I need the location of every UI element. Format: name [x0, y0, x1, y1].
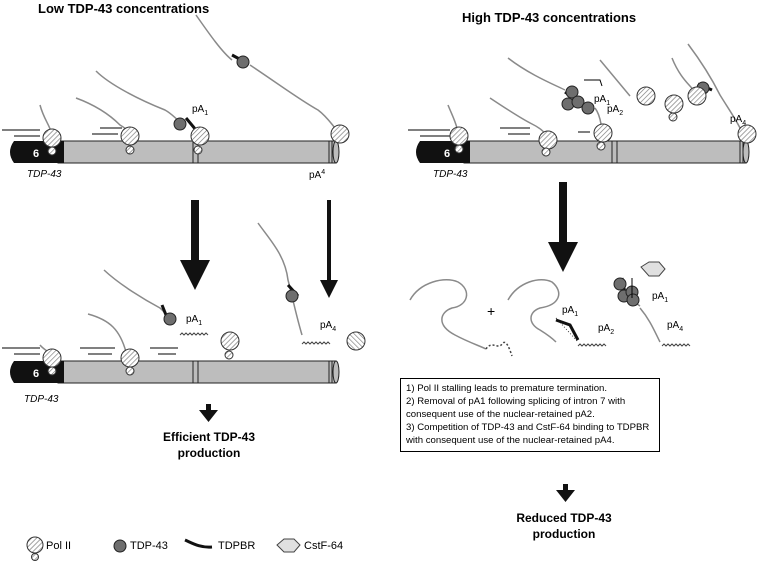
tdp43-protein: [236, 55, 250, 69]
left-lower-tdpbr: [160, 283, 300, 321]
right-pa4-label: pA4: [730, 114, 746, 127]
pa4-label: pA4: [309, 169, 325, 181]
lower-pa4-label: pA4: [320, 320, 336, 333]
legend-pol2-label: Pol II: [46, 540, 71, 552]
legend-cstf64-icon: [276, 538, 301, 553]
lower-gene-label: TDP-43: [24, 394, 59, 405]
legend-tdpbr-label: TDPBR: [218, 540, 255, 552]
left-outcome-arrow: [199, 404, 218, 422]
right-lower-pa2-label: pA2: [598, 323, 614, 336]
left-outcome-line1: Efficient TDP-43: [163, 430, 255, 444]
right-lower-pa4-label: pA4: [667, 320, 683, 333]
tdp43-protein: [163, 312, 177, 326]
lower-exon-number: 6: [33, 368, 39, 380]
spliced-intron-dotted: [555, 317, 579, 343]
tdp43-protein: [285, 289, 299, 303]
plus-sign: +: [487, 303, 495, 319]
right-exon-number: 6: [444, 148, 450, 160]
tdp43-protein: [173, 117, 187, 131]
right-outcome-line2: production: [533, 527, 596, 541]
right-outcome-arrow: [556, 484, 575, 502]
left-outcome-line2: production: [178, 446, 241, 460]
left-thin-arrow: [320, 200, 338, 298]
right-pa2-label: pA2: [607, 104, 623, 117]
right-lower-pa1b-label: pA1: [652, 291, 668, 304]
right-upper-pol2: [449, 86, 757, 157]
left-lower-transcripts: [39, 222, 303, 357]
pa1-label: pA1: [192, 104, 208, 117]
notes-box: 1) Pol II stalling leads to premature te…: [400, 378, 660, 452]
right-panel-title: High TDP-43 concentrations: [462, 10, 636, 25]
left-lower-pol2: [42, 348, 140, 376]
right-lower-tdp43-cluster: [613, 277, 640, 307]
left-lower-polya: [179, 332, 331, 345]
note-line: 1) Pol II stalling leads to premature te…: [406, 383, 608, 394]
right-lower-polya: [577, 343, 691, 347]
pa-bracket: [584, 79, 603, 87]
left-upper-tdpbr: [184, 53, 246, 131]
right-tdp43-cluster: [561, 81, 710, 115]
note-line: 2) Removal of pA1 following splicing of …: [406, 396, 626, 407]
legend-tdp43-label: TDP-43: [130, 540, 168, 552]
left-upper-transcripts: [39, 14, 336, 136]
lower-pa1-label: pA1: [186, 314, 202, 327]
right-lower-tdpbr: [555, 318, 580, 341]
pol2-group: [42, 124, 350, 156]
released-pol2: [220, 331, 366, 360]
right-big-arrow: [548, 182, 578, 272]
right-gene-label: TDP-43: [433, 169, 468, 180]
right-lower-pa1-label: pA1: [562, 305, 578, 318]
legend-tdp43-icon: [113, 539, 127, 553]
cstf64-protein: [640, 261, 666, 277]
note-line: consequent use of the nuclear-retained p…: [406, 409, 595, 420]
legend-cstf64-label: CstF-64: [304, 540, 343, 552]
legend: Pol II TDP-43 TDPBR CstF-64: [26, 536, 343, 561]
left-panel-title: Low TDP-43 concentrations: [38, 1, 209, 16]
legend-tdpbr-icon: [184, 538, 213, 549]
note-line: 3) Competition of TDP-43 and CstF-64 bin…: [406, 422, 650, 433]
right-outcome-line1: Reduced TDP-43: [516, 511, 612, 525]
right-pa1-label: pA1: [594, 94, 610, 107]
legend-pol2-icon: [26, 536, 44, 554]
left-big-arrow: [180, 200, 210, 290]
note-line: with consequent use of the nuclear-retai…: [406, 435, 615, 446]
right-upper-transcripts: [447, 43, 741, 137]
truncated-rna: [485, 341, 513, 357]
exon-number: 6: [33, 148, 39, 160]
gene-label: TDP-43: [27, 169, 62, 180]
